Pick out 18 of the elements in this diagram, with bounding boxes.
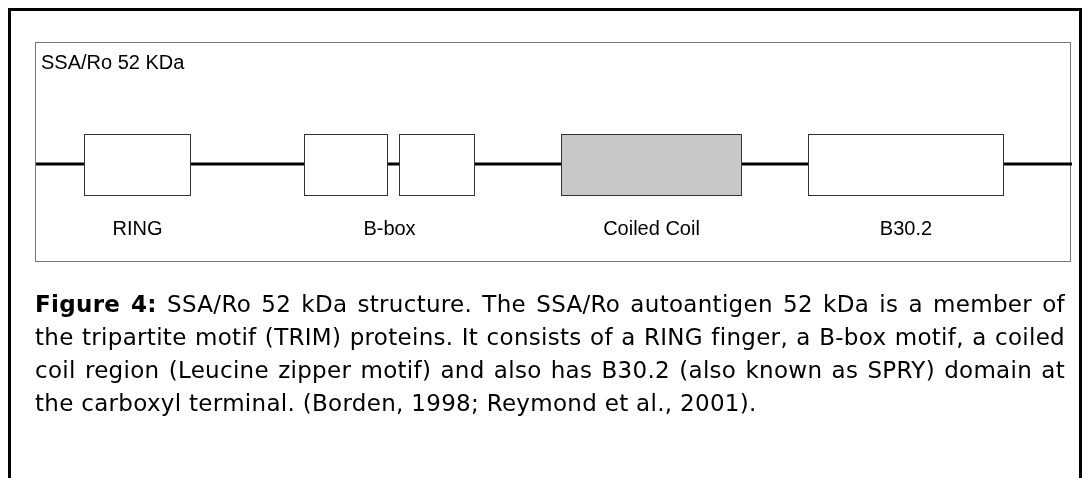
domain-label: B-box [363,217,416,240]
domain-label: Coiled Coil [603,217,700,240]
connector-line [742,162,808,166]
domain-box [561,134,742,196]
domain-label: B30.2 [879,217,933,240]
domain-box [84,134,191,196]
figure-caption: Figure 4: SSA/Ro 52 kDa structure. The SSA/Ro autoantigen 52 kDa is a member of the tripartite motif (TRIM) proteins. It consists of a RING finger, a B-box motif, a coiled coil region (Leucine zipper motif) and also has B30.2 (also known as SPRY) domain at the carboxyl terminal. (Borden, 1998; Reymond et al., 2001). [35,290,1065,418]
domain-box [808,134,1004,196]
domain-label: RING [112,217,163,240]
domain-box [399,134,475,196]
panel-label: SSA/Ro 52 KDa [41,51,185,74]
connector-line [191,162,304,166]
diagram-panel [35,42,1071,262]
connector-line [36,162,84,166]
connector-line [475,162,561,166]
connector-line [1004,162,1072,166]
domain-box [304,134,388,196]
connector-line [388,162,399,166]
